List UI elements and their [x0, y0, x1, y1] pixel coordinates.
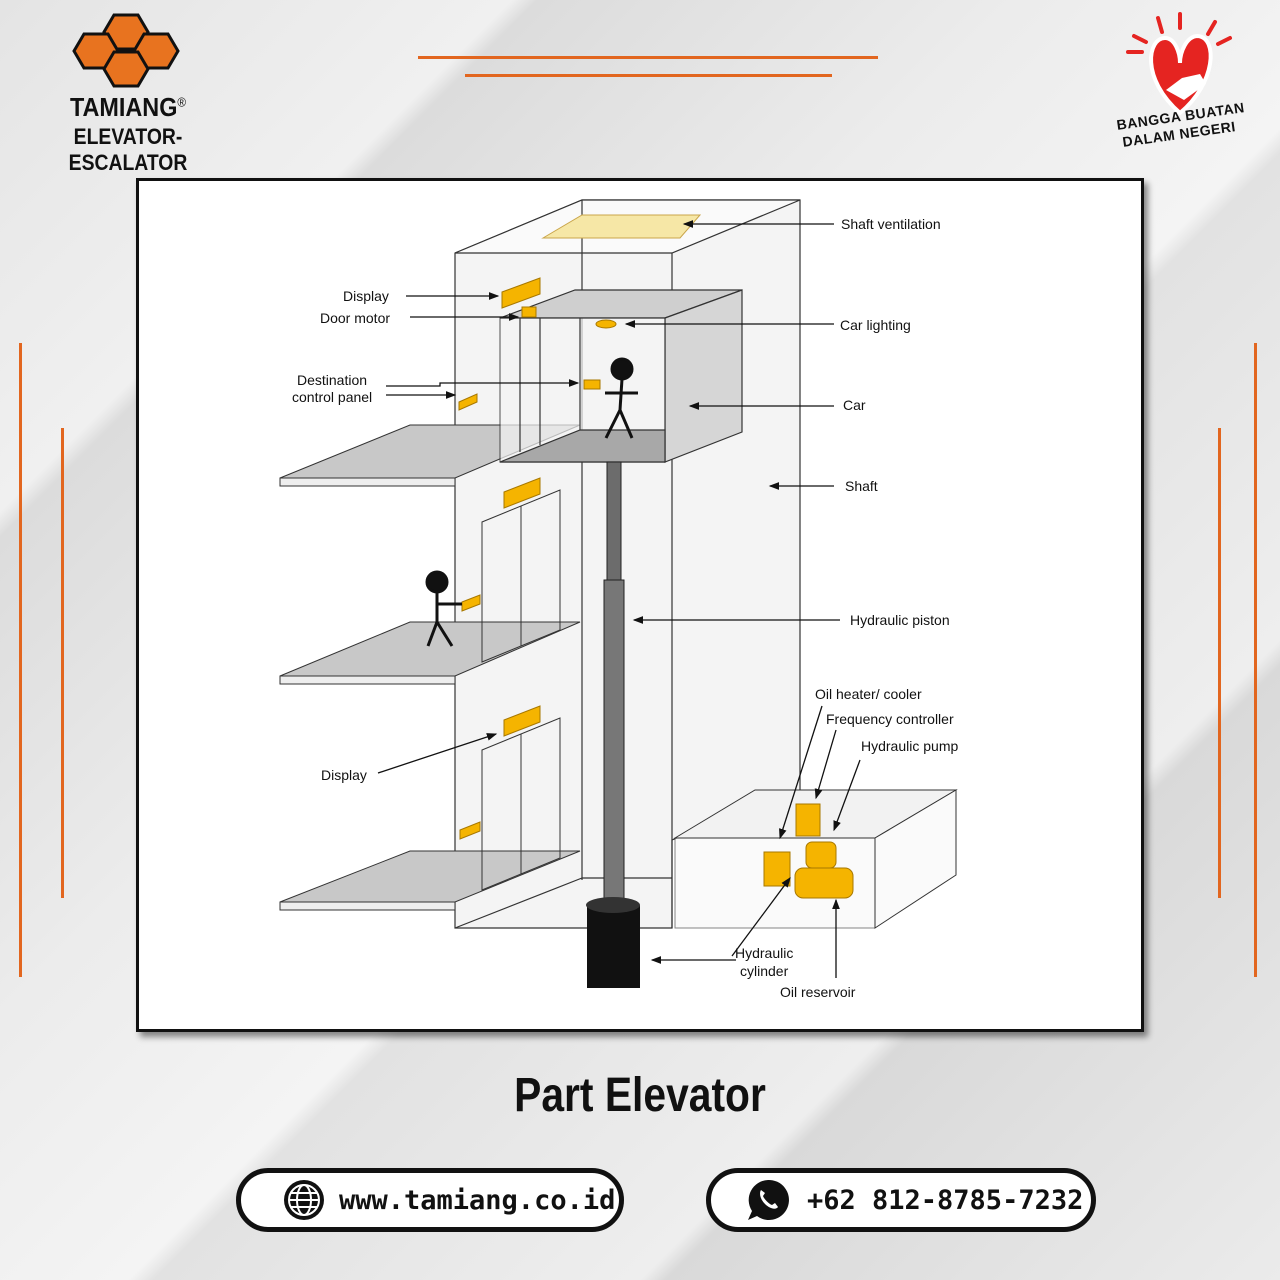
website-url: www.tamiang.co.id	[339, 1184, 616, 1216]
hydraulic-piston-lower	[603, 579, 625, 901]
hydraulic-piston	[606, 461, 622, 583]
displays	[458, 277, 617, 840]
label-hydraulic: Hydraulic	[735, 945, 793, 961]
label-hydraulic-pump: Hydraulic pump	[861, 738, 958, 754]
label-shaft-ventilation: Shaft ventilation	[841, 216, 941, 232]
label-oil-reservoir: Oil reservoir	[780, 984, 856, 1000]
decor-line	[61, 428, 64, 898]
label-car-lighting: Car lighting	[840, 317, 911, 333]
label-shaft: Shaft	[845, 478, 878, 494]
person-on-floor-icon	[425, 570, 462, 647]
shaft-ventilation	[541, 214, 702, 239]
honeycomb-logo-icon	[72, 13, 180, 88]
landing-doors	[481, 489, 561, 891]
label-control-panel: control panel	[292, 389, 372, 405]
hydraulic-cylinder	[586, 897, 640, 988]
label-car: Car	[843, 397, 866, 413]
label-cylinder: cylinder	[740, 963, 789, 979]
decor-line	[19, 343, 22, 977]
label-door-motor: Door motor	[320, 310, 390, 326]
whatsapp-contact[interactable]: +62 812-8785-7232	[706, 1168, 1096, 1232]
website-link[interactable]: www.tamiang.co.id	[236, 1168, 624, 1232]
brand-name: TAMIANG	[69, 92, 178, 122]
person-in-car-icon	[604, 357, 638, 439]
brand-tagline: ELEVATOR-ESCALATOR	[68, 124, 188, 175]
leader-lines	[377, 220, 861, 978]
label-frequency-controller: Frequency controller	[826, 711, 954, 727]
page-title: Part Elevator	[514, 1069, 766, 1122]
registered-mark: ®	[177, 94, 187, 110]
elevator-car	[499, 289, 743, 463]
decor-line	[418, 56, 878, 59]
label-display-top: Display	[343, 288, 389, 304]
whatsapp-icon	[748, 1179, 789, 1220]
label-hydraulic-piston: Hydraulic piston	[850, 612, 950, 628]
heart-hug-icon	[1126, 12, 1232, 116]
phone-number: +62 812-8785-7232	[807, 1184, 1084, 1216]
label-oil-heater: Oil heater/ cooler	[815, 686, 922, 702]
decor-line	[1218, 428, 1221, 898]
globe-icon	[284, 1180, 324, 1220]
machine-components	[763, 803, 854, 899]
decor-line	[1254, 343, 1257, 977]
decor-line	[465, 74, 832, 77]
label-destination: Destination	[297, 372, 367, 388]
label-display-bottom: Display	[321, 767, 367, 783]
